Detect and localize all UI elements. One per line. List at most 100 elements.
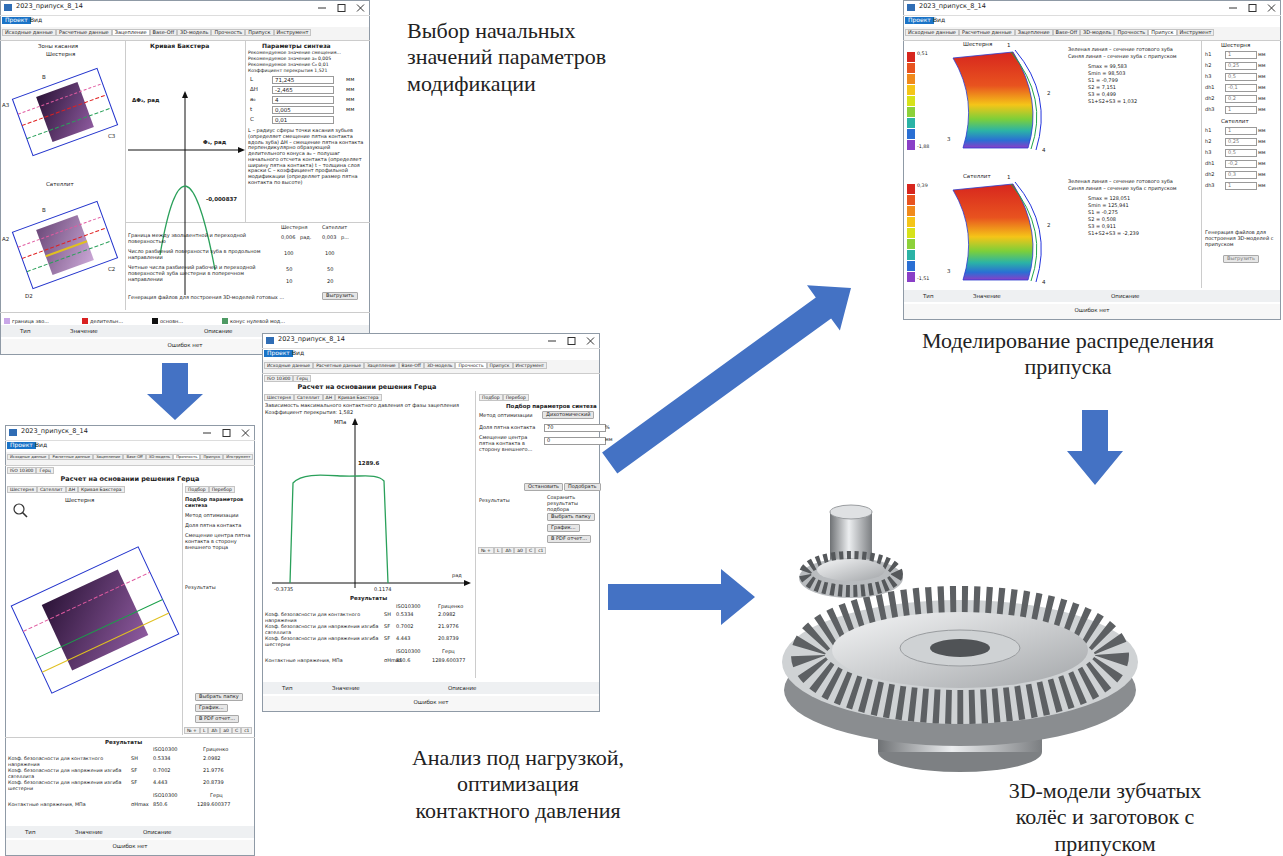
app-window-frame <box>23 513 28 518</box>
tab-label: Δh <box>208 727 220 734</box>
input-field: 0,25 <box>1225 138 1257 146</box>
ui-text: dh3 <box>1205 107 1215 113</box>
app-window-frame <box>907 228 915 238</box>
app-window-frame <box>907 195 915 205</box>
ui-text: S1 = -0,799 <box>1088 78 1118 84</box>
input-field: 71,245 <box>272 76 334 84</box>
stage-block: Выбор начальных значений параметров моди… <box>0 0 670 355</box>
button-label: Выгрузить <box>322 292 358 300</box>
ui-text: мм <box>1258 107 1266 113</box>
ui-text: Параметры синтеза <box>262 43 331 50</box>
tab-label: C <box>526 547 535 554</box>
app-window: 2023_припуск_8_14ПроектВидИсходные данны… <box>262 333 600 712</box>
tab-label: C <box>232 727 241 734</box>
ui-text: Генерация файлов для построения 3D-модел… <box>128 295 284 301</box>
app-window-frame <box>1201 41 1202 288</box>
ui-text: -0.3735 <box>274 587 293 593</box>
app-window-frame <box>475 391 476 678</box>
ui-text: Смещение центра пятна контакта в сторону… <box>479 435 539 452</box>
ui-text: МПа <box>334 419 346 425</box>
app-window-frame <box>22 95 107 126</box>
ui-text: Четные числа разбиений рабочей и переход… <box>128 265 276 282</box>
app-window-frame <box>907 50 1041 150</box>
input-field: 4 <box>272 96 334 104</box>
ui-text: Зоны касания <box>38 43 78 49</box>
tab-label: ΔH <box>323 394 335 401</box>
ui-text: Ошибок нет <box>414 699 449 705</box>
tab-label: Герц <box>36 467 53 474</box>
tab-label: Прочность <box>211 29 245 37</box>
ui-text: мм <box>1258 96 1266 102</box>
bevel-gear-render <box>830 505 872 519</box>
app-window-frame <box>318 8 326 9</box>
button-label: Дихотомический <box>542 411 594 419</box>
app-window-frame <box>907 184 915 194</box>
app-window-frame <box>0 1 370 355</box>
app-window-frame <box>5 465 255 466</box>
input-field: 0,5 <box>1225 149 1257 157</box>
input-field: 0,25 <box>1225 62 1257 70</box>
ui-text: h3 <box>1205 150 1211 156</box>
ui-text: ISO10300 <box>396 649 421 655</box>
tab-label: Шестерня <box>7 486 37 493</box>
tab-label: Зацепление <box>93 454 123 460</box>
app-window-frame <box>12 68 117 155</box>
app-window-frame <box>0 312 370 313</box>
ui-text: S3 = 0,499 <box>1088 92 1116 98</box>
ui-text: мм <box>1258 85 1266 91</box>
app-window-frame <box>907 118 915 128</box>
tab-label: Base-Off <box>399 362 424 369</box>
input-field: 0,2 <box>1225 95 1257 103</box>
ui-text: Описание <box>448 685 476 691</box>
app-window-frame <box>290 475 388 583</box>
app-window-frame <box>907 85 915 95</box>
stage-block: 3D-модели зубчатых колёс и заготовок с п… <box>760 490 1281 854</box>
ui-text: Коэф. безопасности для напряжения изгиба… <box>265 624 383 635</box>
app-window-frame <box>352 418 358 425</box>
tab-label: c1 <box>241 727 252 734</box>
ui-text: 0.5334 <box>396 612 414 618</box>
ui-text: Контактные напряжения, МПа <box>8 802 86 808</box>
tab-label: 3D-модель <box>1080 29 1114 37</box>
ui-text: S1+S2+S3 = -2,239 <box>1088 231 1139 237</box>
tab-label: Base-Off <box>1053 29 1081 37</box>
ui-text: 0.5334 <box>153 756 171 762</box>
app-window-frame <box>263 696 599 711</box>
ui-text: р... <box>341 235 349 241</box>
app-window-frame <box>238 147 245 153</box>
ui-text: Сателлит <box>963 173 991 179</box>
ui-text: SH <box>131 756 138 762</box>
ui-text: мм <box>605 437 613 443</box>
ui-text: A2 <box>2 236 9 242</box>
app-window-frame <box>907 129 915 139</box>
app-window-frame <box>568 338 575 345</box>
ui-text: Тип <box>20 328 31 334</box>
tab-label: Исходные данные <box>905 29 959 37</box>
app-window-frame <box>1249 5 1256 12</box>
legend-text: конус нулевой мод... <box>230 318 285 324</box>
app-window-frame <box>0 40 370 41</box>
tab-label: Base-Off <box>123 454 145 460</box>
app-window-frame <box>36 82 94 142</box>
app-window-frame <box>904 27 1280 40</box>
ui-text: 0.7002 <box>396 624 414 630</box>
app-window-frame <box>1229 8 1237 9</box>
tab-label: a0 <box>220 727 232 734</box>
ui-text: Коэффициент перекрытия 1,521 <box>248 68 327 73</box>
tab-label: Подбор <box>185 486 209 493</box>
app-window-frame <box>904 304 1280 319</box>
flow-arrow <box>608 569 755 625</box>
ui-text: 50 <box>327 267 333 273</box>
app-window-frame <box>907 217 915 227</box>
button-label: В PDF отчет... <box>547 535 591 543</box>
ui-text: SH <box>384 612 391 618</box>
ui-text: Проект <box>7 442 36 449</box>
ui-text: Синяя линия – сечение зуба с припуском <box>1068 54 1177 60</box>
tab-label: 3D-модель <box>177 29 211 37</box>
ui-text: Рекомендуемое значение a₀ 0,005 <box>248 56 331 61</box>
ui-text: Число разбиений поверхности зуба в продо… <box>128 249 276 261</box>
tab-label: Зацепление <box>112 29 150 37</box>
ui-text: Рекомендуемое значение смещения... <box>248 50 341 55</box>
ui-text: h3 <box>1205 74 1211 80</box>
